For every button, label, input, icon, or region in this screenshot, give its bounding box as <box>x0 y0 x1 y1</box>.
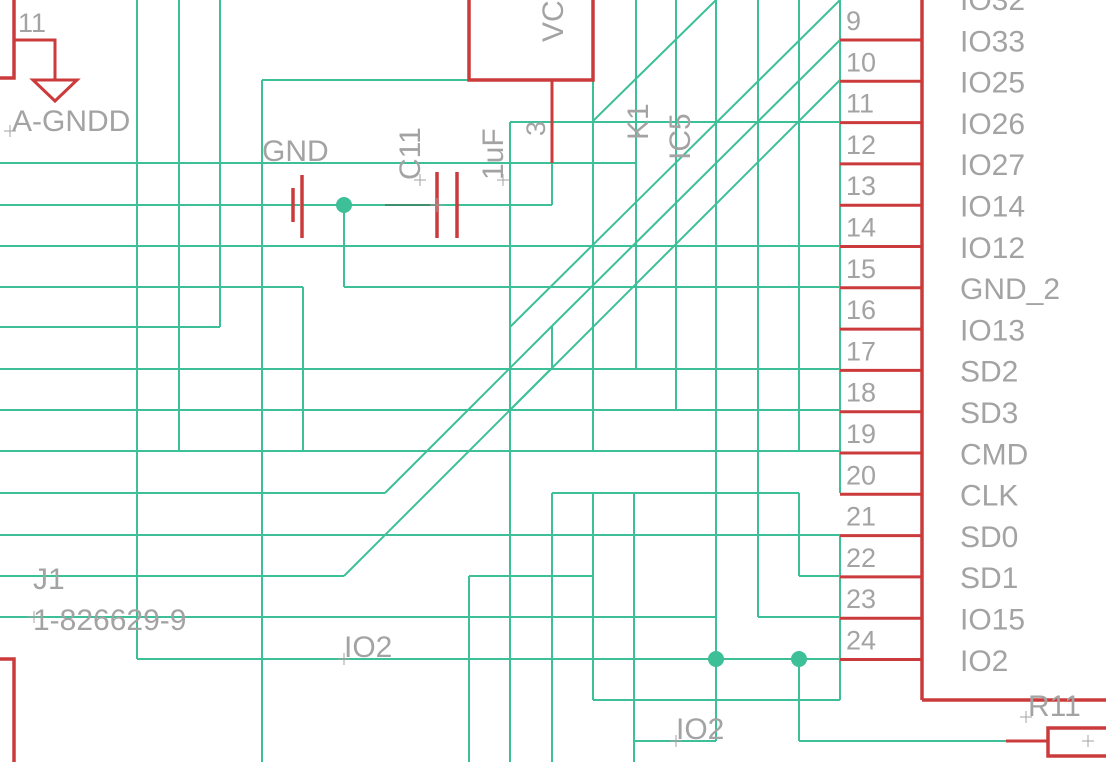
header-pin-name: GND_2 <box>960 273 1060 306</box>
header-pin-name: SD1 <box>960 562 1018 595</box>
header-pin-name: IO32 <box>960 0 1025 17</box>
header-pin-name: IO27 <box>960 149 1025 182</box>
header-pin-name: IO26 <box>960 108 1025 141</box>
junction-dots <box>336 197 807 667</box>
header-pin-name: IO15 <box>960 604 1025 637</box>
c11-name: C11 <box>394 127 427 180</box>
header-pin-number: 17 <box>846 336 876 366</box>
component-labels-k1-ic5: K1 IC5 <box>622 103 697 160</box>
left-pin-number: 11 <box>18 8 46 38</box>
k1-label: K1 <box>622 103 655 140</box>
bottom-net-label: IO2 <box>676 713 724 746</box>
header-pin-number: 19 <box>846 419 876 449</box>
esp32-pin-header: IO32IO33IO25IO26IO27IO14IO12GND_2IO13SD2… <box>840 0 1106 702</box>
j1-connector-labels: J1 1-826629-9 IO2 <box>0 563 392 762</box>
voltage-regulator-symbol: VC 3 <box>467 0 595 163</box>
header-pin-number: 22 <box>846 543 876 573</box>
header-pin-name: IO2 <box>960 645 1008 678</box>
header-pin-number: 16 <box>846 295 876 325</box>
a-gndd-label: A-GNDD <box>12 105 130 138</box>
j1-value: 1-826629-9 <box>33 604 186 637</box>
header-pin-number: 21 <box>846 502 876 532</box>
left-partial-symbol: 11 <box>0 0 57 80</box>
resistor-r11: R11 <box>1006 690 1106 758</box>
gnd-label: GND <box>262 135 329 168</box>
c11-value: 1uF <box>477 128 510 180</box>
header-pin-number: 18 <box>846 378 876 408</box>
header-pin-number: 15 <box>846 254 876 284</box>
header-pin-number: 11 <box>846 89 874 119</box>
junction-dot <box>791 651 807 667</box>
header-pin-name: SD3 <box>960 397 1018 430</box>
net-wires <box>0 0 1006 762</box>
header-pin-number: 10 <box>846 47 876 77</box>
junction-dot <box>336 197 352 213</box>
header-pin-name: IO33 <box>960 25 1025 58</box>
header-pin-number: 12 <box>846 130 876 160</box>
junction-dot <box>708 651 724 667</box>
j1-net-label: IO2 <box>344 631 392 664</box>
header-pin-name: CMD <box>960 438 1028 471</box>
r11-label: R11 <box>1028 690 1081 723</box>
vreg-pin-number: 3 <box>521 121 551 136</box>
header-pin-number: 13 <box>846 171 876 201</box>
vreg-name-partial: VC <box>537 0 570 42</box>
header-pin-name: SD0 <box>960 521 1018 554</box>
header-pin-number: 9 <box>846 6 861 36</box>
bottom-net-label-group: IO2 <box>670 713 724 747</box>
header-pin-name: IO12 <box>960 232 1025 265</box>
ic5-label: IC5 <box>664 113 697 160</box>
header-pin-number: 14 <box>846 213 876 243</box>
header-pin-number: 24 <box>846 626 876 656</box>
header-pin-number: 20 <box>846 460 876 490</box>
header-pin-name: SD2 <box>960 356 1018 389</box>
capacitor-c11: C11 1uF <box>385 127 510 238</box>
header-pin-name: IO13 <box>960 314 1025 347</box>
header-pin-name: IO14 <box>960 191 1025 224</box>
gnd-symbol: GND <box>262 135 329 238</box>
header-pin-name: IO25 <box>960 67 1025 100</box>
a-gndd-ground-symbol: A-GNDD <box>4 78 130 138</box>
j1-name: J1 <box>33 563 65 596</box>
header-pin-name: CLK <box>960 480 1018 513</box>
header-pin-number: 23 <box>846 584 876 614</box>
